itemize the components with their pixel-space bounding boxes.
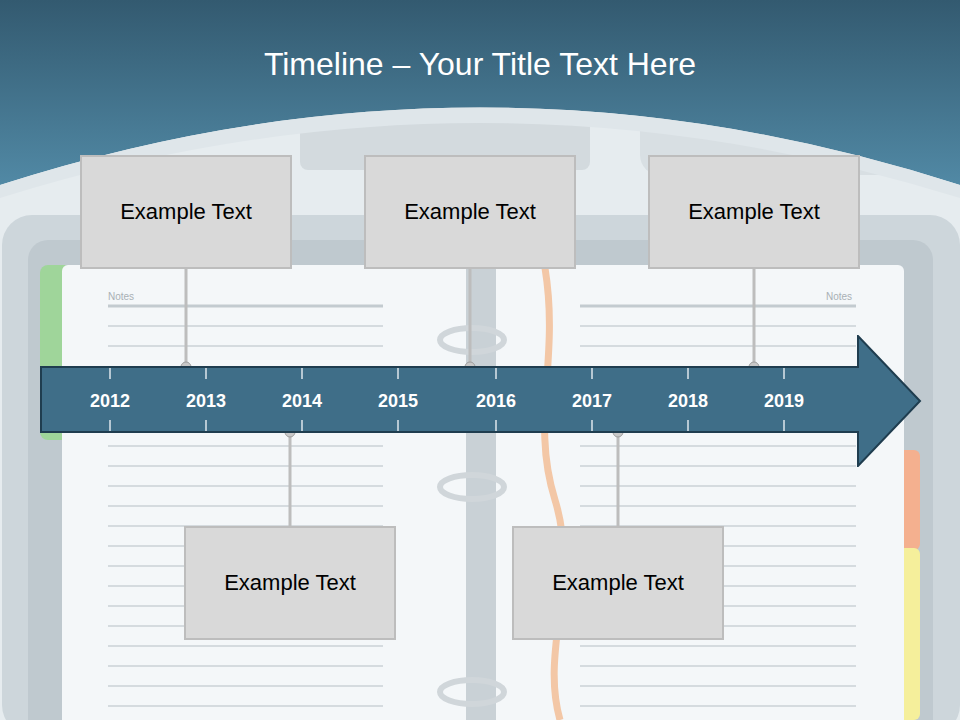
event-box: Example Text bbox=[512, 526, 724, 640]
leader-connector bbox=[181, 269, 191, 372]
tick-mark bbox=[783, 368, 785, 379]
leader-connector bbox=[749, 269, 759, 372]
tick-mark bbox=[205, 420, 207, 431]
tick-mark bbox=[397, 420, 399, 431]
year-label: 2016 bbox=[476, 391, 516, 412]
page-label: Notes bbox=[108, 291, 134, 302]
year-label: 2012 bbox=[90, 391, 130, 412]
tick-mark bbox=[109, 420, 111, 431]
connector-line bbox=[185, 269, 188, 367]
event-text: Example Text bbox=[120, 199, 252, 225]
connector-line bbox=[617, 432, 620, 526]
tick-mark bbox=[591, 420, 593, 431]
event-text: Example Text bbox=[552, 570, 684, 596]
tick-mark bbox=[783, 420, 785, 431]
tick-mark bbox=[495, 368, 497, 379]
connector-line bbox=[469, 269, 472, 367]
tick-mark bbox=[109, 368, 111, 379]
tick-mark bbox=[301, 368, 303, 379]
tick-mark bbox=[397, 368, 399, 379]
connector-line bbox=[753, 269, 756, 367]
event-text: Example Text bbox=[404, 199, 536, 225]
tick-mark bbox=[687, 368, 689, 379]
event-box: Example Text bbox=[364, 155, 576, 269]
year-label: 2018 bbox=[668, 391, 708, 412]
tick-mark bbox=[205, 368, 207, 379]
tick-mark bbox=[591, 368, 593, 379]
arrow-outline bbox=[41, 336, 920, 466]
event-text: Example Text bbox=[224, 570, 356, 596]
slide-title: Timeline – Your Title Text Here bbox=[0, 46, 960, 83]
tick-mark bbox=[301, 420, 303, 431]
timeline-arrow: 2012 2013 2014 2015 2016 2017 2018 2019 bbox=[40, 335, 922, 467]
leader-connector bbox=[465, 269, 475, 372]
event-box: Example Text bbox=[184, 526, 396, 640]
tick-mark bbox=[687, 420, 689, 431]
year-label: 2019 bbox=[764, 391, 804, 412]
year-label: 2013 bbox=[186, 391, 226, 412]
connector-line bbox=[289, 432, 292, 526]
year-label: 2014 bbox=[282, 391, 322, 412]
event-box: Example Text bbox=[80, 155, 292, 269]
tick-mark bbox=[495, 420, 497, 431]
leader-connector bbox=[613, 427, 623, 526]
year-label: 2017 bbox=[572, 391, 612, 412]
leader-connector bbox=[285, 427, 295, 526]
year-label: 2015 bbox=[378, 391, 418, 412]
page-label: Notes bbox=[826, 291, 852, 302]
event-text: Example Text bbox=[688, 199, 820, 225]
event-box: Example Text bbox=[648, 155, 860, 269]
